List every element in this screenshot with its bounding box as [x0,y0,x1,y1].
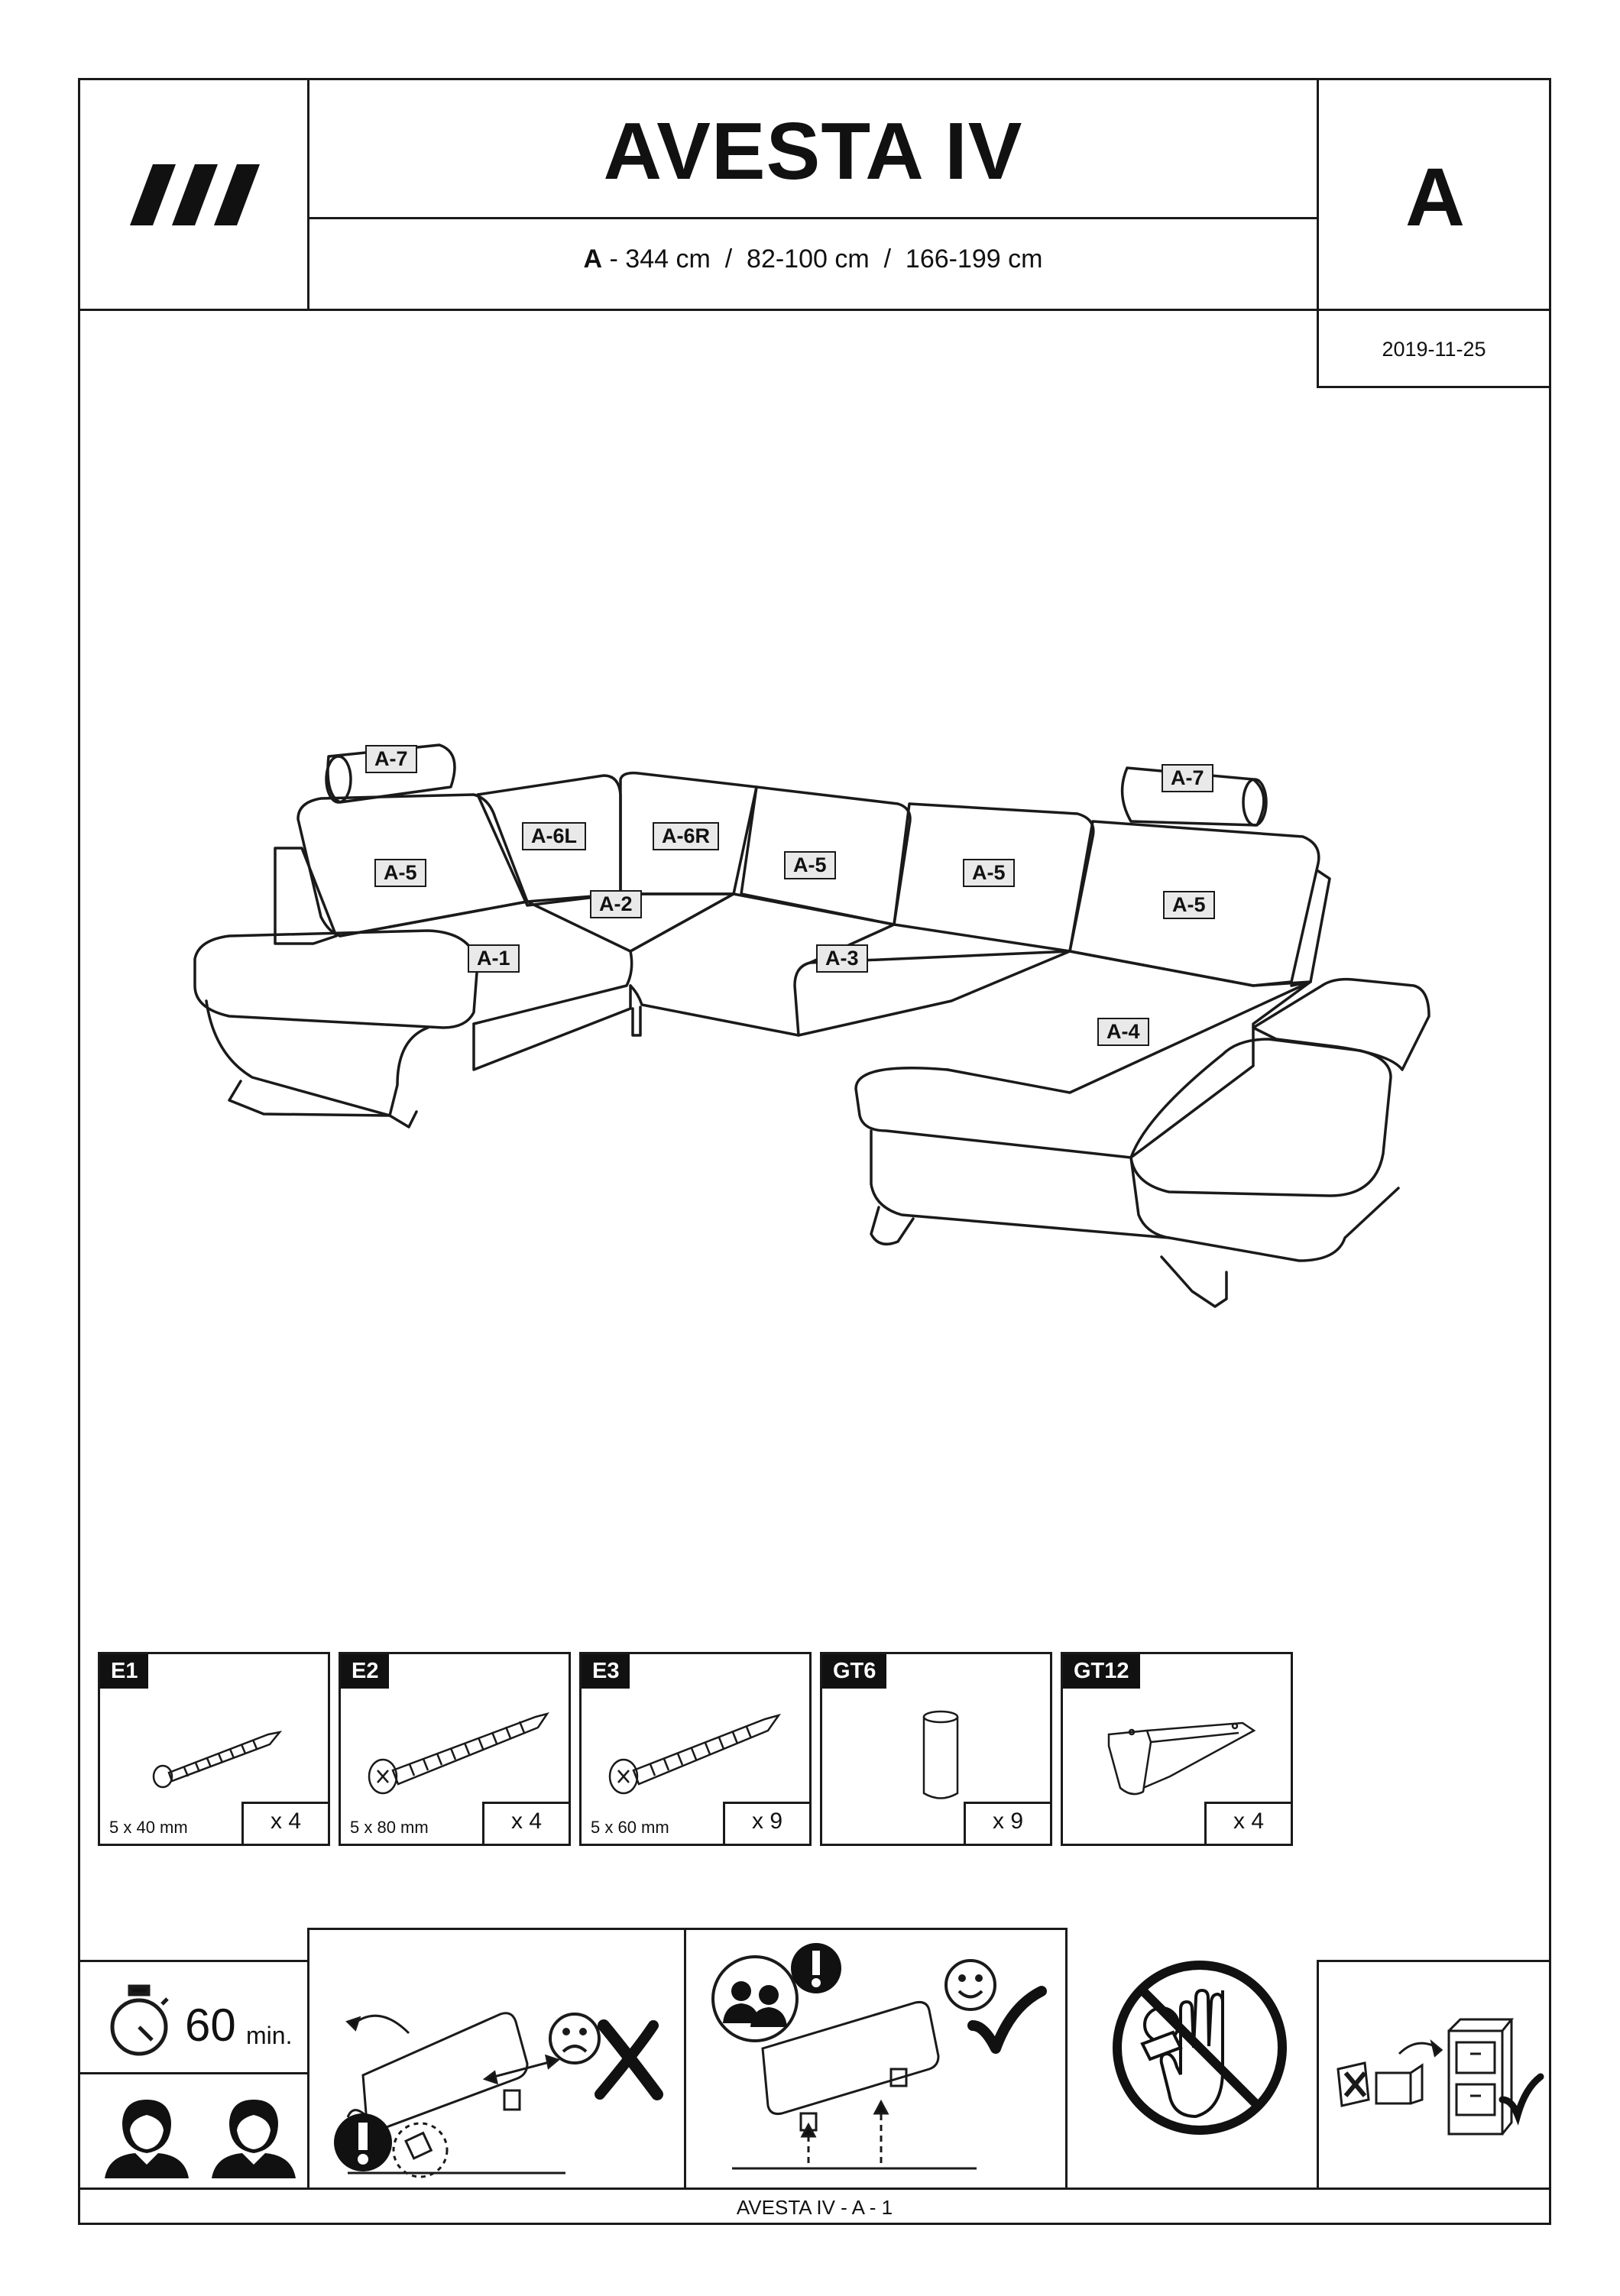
part-e1: E1 5 x 40 mm x 4 [98,1652,330,1846]
page-footer: AVESTA IV - A - 1 [736,2196,893,2219]
label-a5-1: A-5 [374,859,426,887]
part-gt12: GT12 x 4 [1061,1652,1293,1846]
variant-letter: A [1405,151,1465,243]
page-title: AVESTA IV [603,106,1023,196]
warning-panel-wrong [307,1928,686,2190]
label-a3: A-3 [816,944,868,973]
date-text: 2019-11-25 [1382,338,1486,361]
metal-leg-icon [1107,1721,1256,1796]
no-power-tool-icon [1113,1961,1287,2135]
brand-slashes-logo [130,153,267,237]
label-a7-right: A-7 [1162,764,1213,792]
part-code: GT6 [822,1654,887,1689]
label-a7-left: A-7 [365,745,417,773]
screw-icon [608,1713,782,1795]
label-a5-3: A-5 [963,859,1015,887]
happy-face-icon [944,1959,996,2011]
header-right-divider [1317,78,1319,311]
screw-icon [368,1711,549,1795]
label-a4: A-4 [1097,1018,1149,1046]
part-qty: x 9 [723,1802,812,1846]
part-e3: E3 5 x 60 mm x 9 [579,1652,812,1846]
team-lift-icon [711,1955,799,2042]
part-gt6: GT6 x 9 [820,1652,1052,1846]
dimensions-line: A - 344 cm / 82-100 cm / 166-199 cm [309,244,1317,283]
screw-icon [152,1731,283,1789]
cylinder-leg-icon [922,1710,959,1799]
label-a5-4: A-5 [1163,891,1215,919]
warning-exclamation-icon [791,1943,841,1993]
persons-box [78,2072,309,2190]
label-a6l: A-6L [522,822,586,850]
check-icon [967,1986,1047,2054]
header-bottom-rule [78,309,1551,311]
part-e2: E2 5 x 80 mm x 4 [339,1652,571,1846]
time-value: 60 [185,2000,236,2051]
recycle-box [1317,1960,1551,2190]
label-a6r: A-6R [653,822,720,850]
cross-icon [595,2019,663,2100]
label-a5-2: A-5 [784,851,836,879]
time-box: 60 min. [78,1960,309,2074]
sad-face-icon [549,2013,601,2064]
part-code: E1 [100,1654,149,1689]
warning-panel-correct [684,1928,1068,2190]
title-rule [307,217,1319,219]
part-size: 5 x 40 mm [109,1818,188,1837]
two-persons-icon [105,2100,296,2178]
dimensions-prefix: A [583,244,603,274]
header-left-divider [307,78,309,311]
dimensions-text: - 344 cm / 82-100 cm / 166-199 cm [602,244,1043,274]
packaging-disposal-icon [1336,2018,1544,2136]
correct-lifting-diagram [732,2001,977,2170]
warning-exclamation-icon [334,2113,392,2171]
time-unit: min. [246,2022,293,2049]
part-code: E2 [341,1654,390,1689]
part-qty: x 4 [1204,1802,1293,1846]
bottom-band-rule [78,2188,1551,2190]
part-qty: x 9 [964,1802,1052,1846]
page-frame [78,78,1551,2225]
part-code: E3 [582,1654,630,1689]
label-a1: A-1 [468,944,520,973]
part-code: GT12 [1063,1654,1140,1689]
date-box: 2019-11-25 [1317,309,1551,388]
part-size: 5 x 60 mm [591,1818,669,1837]
part-qty: x 4 [482,1802,571,1846]
stopwatch-icon [110,1984,169,2056]
label-a2: A-2 [590,890,642,918]
part-size: 5 x 80 mm [350,1818,429,1837]
part-qty: x 4 [241,1802,330,1846]
